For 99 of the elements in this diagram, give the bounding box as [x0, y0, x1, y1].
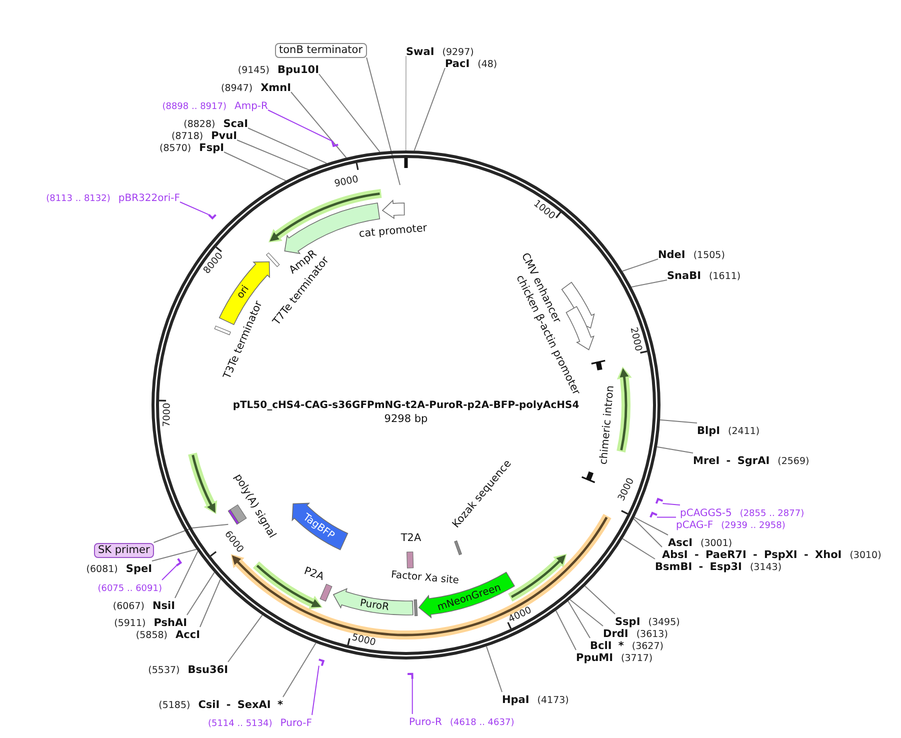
scale-number: 4000: [506, 604, 534, 626]
leader-line: [282, 642, 316, 698]
primer-mark: [318, 658, 324, 666]
leader-line: [152, 548, 197, 562]
sequence-mark: [454, 540, 462, 556]
leader-line: [568, 600, 590, 638]
primer-mark: [208, 214, 216, 220]
primer-mark: [408, 672, 414, 679]
primer-label: Puro-R (4618 .. 4637): [409, 714, 514, 726]
leader-line: [162, 565, 178, 580]
primer-site-mark: [228, 509, 240, 525]
leader-line: [486, 646, 502, 692]
restriction-site-label: MreI - SgrAI (2569): [693, 453, 810, 465]
restriction-site-label: (8570) FspI: [160, 140, 224, 152]
promoter-feature: [566, 306, 594, 350]
scale-number: 9000: [334, 174, 360, 190]
gene-feature: [333, 588, 414, 616]
leader-line: [224, 152, 286, 182]
leader-line: [660, 419, 698, 424]
scale-number: 3000: [616, 476, 637, 503]
peptide-block: [406, 552, 414, 568]
leader-line: [200, 578, 221, 628]
restriction-site-label: (5911) PshAI: [114, 615, 187, 627]
restriction-site-label: (5185) CsiI - SexAI *: [158, 697, 283, 709]
feature-label: cat promoter: [358, 222, 428, 240]
restriction-site-label: (5537) Bsu36I: [148, 662, 228, 674]
restriction-site-label: (8718) PvuI: [171, 128, 237, 140]
leader-line: [412, 678, 413, 714]
restriction-site-label: (8828) ScaI: [184, 116, 248, 128]
leader-line: [405, 56, 406, 151]
primer-label: (8898 .. 8917) Amp-R: [162, 98, 268, 110]
feature-tag: SK primer: [94, 542, 154, 558]
restriction-site-label: AbsI - PaeR7I - PspXI - XhoI (3010): [662, 547, 882, 559]
leader-line: [584, 585, 616, 614]
leader-line: [630, 280, 668, 288]
leader-line: [662, 502, 680, 506]
primer-mark: [176, 558, 182, 566]
leader-line: [656, 516, 676, 518]
leader-line: [312, 665, 320, 716]
peptide-block: [320, 584, 332, 602]
restriction-site-label: PpuMI (3717): [576, 650, 653, 662]
primer-label: pCAGGS-5 (2855 .. 2877): [680, 505, 804, 517]
leader-line: [236, 140, 310, 170]
leader-line: [633, 518, 662, 548]
restriction-site-label: SspI (3495): [615, 614, 680, 626]
scale-number: 7000: [161, 402, 173, 428]
restriction-site-label: PacI (48): [445, 56, 498, 68]
restriction-site-label: AscI (3001): [668, 535, 732, 547]
leader-line: [248, 128, 327, 164]
feature-label: T2A: [400, 532, 422, 544]
sequence-length: 9298 bp: [384, 413, 428, 425]
feature-label: PuroR: [359, 598, 390, 614]
restriction-site-label: (6067) NsiI: [112, 598, 175, 610]
primer-label: (8113 .. 8132) pBR322ori-F: [46, 190, 180, 202]
feature-label: chimeric intron: [598, 385, 616, 465]
feature-label: P2A: [302, 564, 326, 584]
leader-line: [656, 446, 694, 454]
leader-line: [414, 68, 446, 152]
primer-label: (5114 .. 5134) Puro-F: [208, 715, 312, 727]
restriction-site-label: DrdI (3613): [603, 626, 668, 638]
leader-line: [555, 610, 576, 650]
restriction-site-label: SnaBI (1611): [667, 268, 741, 280]
scale-number: 2000: [628, 326, 644, 352]
leader-line: [366, 57, 400, 186]
restriction-site-label: (9145) Bpu10I: [238, 62, 319, 74]
leader-line: [174, 550, 198, 598]
restriction-site-label: HpaI (4173): [502, 692, 569, 704]
leader-line: [268, 110, 333, 142]
leader-line: [569, 599, 604, 626]
restriction-site-label: SwaI (9297): [406, 44, 474, 56]
restriction-site-label: (5858) AccI: [136, 627, 200, 639]
terminator-symbol: [214, 326, 231, 336]
feature-tag: tonB terminator: [275, 42, 367, 58]
gene-feature: [292, 502, 348, 550]
restriction-site-label: BsmBI - Esp3I (3143): [655, 559, 782, 571]
primer-mark: [331, 140, 338, 147]
promoter-feature: [382, 200, 405, 219]
primer-mark: [650, 512, 658, 518]
map-title: pTL50_cHS4-CAG-s36GFPmNG-t2A-PuroR-p2A-BFP-polyAcHS4: [232, 400, 580, 412]
leader-line: [318, 74, 380, 152]
scale-number: 5000: [350, 632, 377, 648]
leader-line: [290, 92, 347, 158]
restriction-site-label: (8947) XmnI: [220, 80, 291, 92]
restriction-site-label: BclI * (3627): [590, 638, 664, 650]
restriction-site-label: NdeI (1505): [658, 247, 725, 259]
leader-line: [180, 202, 210, 216]
leader-line: [153, 524, 229, 543]
leader-line: [622, 538, 656, 560]
primer-label: (6075 .. 6091): [98, 580, 162, 592]
primer-mark: [655, 498, 664, 504]
restriction-site-label: (6081) SpeI: [86, 561, 152, 573]
leader-line: [622, 258, 658, 272]
leader-line: [634, 516, 668, 536]
leader-line: [186, 572, 215, 616]
feature-label: Factor Xa site: [390, 570, 460, 586]
primer-label: pCAG-F (2939 .. 2958): [676, 517, 786, 529]
feature-label: ori: [235, 284, 252, 301]
leader-line: [228, 614, 263, 662]
restriction-site-label: BlpI (2411): [697, 423, 760, 435]
